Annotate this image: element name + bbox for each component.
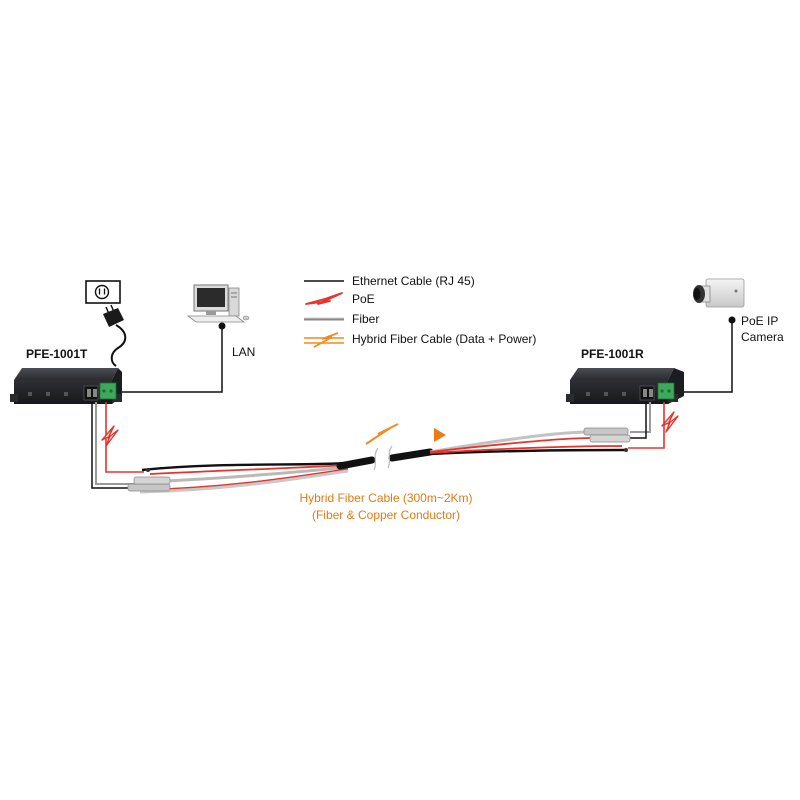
receiver-connections (628, 402, 679, 449)
receiver-label: PFE-1001R (581, 347, 644, 361)
transmitter-connections (91, 402, 144, 489)
cable-caption-line2: (Fiber & Copper Conductor) (312, 508, 460, 522)
legend-hybrid-label: Hybrid Fiber Cable (Data + Power) (352, 332, 536, 346)
power-plug-icon (103, 304, 127, 367)
hybrid-cable (127, 427, 631, 494)
ethernet-camera-link (684, 320, 733, 393)
ip-camera-icon (693, 278, 745, 308)
computer-icon (186, 284, 250, 323)
transmitter-poe-icon (101, 425, 119, 447)
legend-poe-label: PoE (352, 292, 375, 306)
transmitter-label: PFE-1001T (26, 347, 88, 361)
cable-caption-line1: Hybrid Fiber Cable (300m~2Km) (299, 491, 472, 505)
legend-poe-icon (305, 292, 343, 305)
camera-label-line1: PoE IP (741, 314, 778, 328)
data-power-arrow-icon (318, 423, 446, 445)
receiver-terminal-block (657, 382, 675, 400)
legend-ethernet-label: Ethernet Cable (RJ 45) (352, 274, 475, 288)
camera-label-line2: Camera (741, 330, 784, 344)
receiver-poe-icon (661, 411, 679, 433)
legend: Ethernet Cable (RJ 45) PoE Fiber Hybrid … (304, 274, 536, 348)
ethernet-lan-link (120, 326, 223, 393)
legend-hybrid-icon (304, 332, 344, 348)
lan-label: LAN (232, 345, 255, 359)
receiver-device (566, 368, 684, 404)
ethernet-cables (120, 320, 733, 393)
power-outlet-icon (85, 280, 121, 304)
transmitter-device (10, 368, 122, 404)
transmitter-terminal-block (99, 382, 117, 400)
legend-fiber-label: Fiber (352, 312, 379, 326)
